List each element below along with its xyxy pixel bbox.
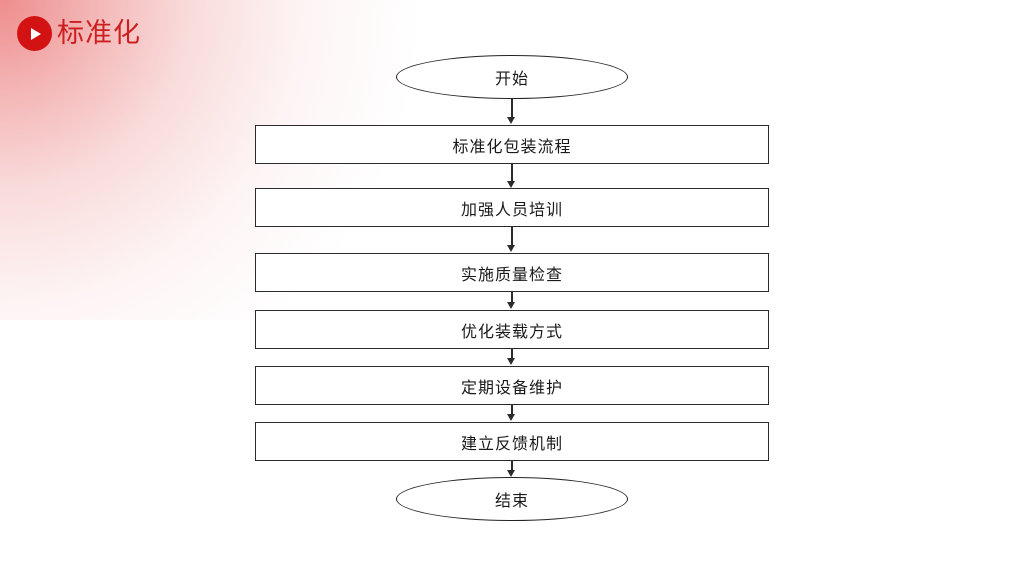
slide-header: 标准化 (17, 16, 141, 51)
flow-node-label: 结束 (494, 491, 529, 510)
flow-node-step-2[interactable]: 加强人员培训 (255, 188, 769, 227)
flow-arrowhead-step-4-to-step-5 (507, 358, 516, 365)
flow-edge-step-5-to-step-6 (511, 405, 513, 415)
flow-edge-step-4-to-step-5 (511, 349, 513, 360)
flow-edge-start-to-step-1 (511, 99, 513, 118)
flow-edge-step-1-to-step-2 (511, 164, 513, 182)
flow-node-label: 标准化包装流程 (452, 136, 572, 156)
flow-arrowhead-step-5-to-step-6 (507, 414, 516, 421)
flow-node-step-4[interactable]: 优化装载方式 (255, 310, 769, 349)
flow-edge-step-6-to-end (511, 461, 513, 472)
flow-node-step-3[interactable]: 实施质量检查 (255, 253, 769, 292)
flow-node-step-1[interactable]: 标准化包装流程 (255, 125, 769, 164)
flow-arrowhead-step-3-to-step-4 (507, 302, 516, 309)
page-title: 标准化 (57, 18, 141, 49)
flow-node-label: 加强人员培训 (460, 199, 563, 219)
flow-arrowhead-start-to-step-1 (507, 117, 516, 124)
flow-node-end[interactable]: 结束 (396, 477, 628, 521)
flow-edge-step-3-to-step-4 (511, 292, 513, 304)
flow-node-start[interactable]: 开始 (396, 55, 628, 99)
flow-node-label: 建立反馈机制 (460, 433, 563, 453)
play-triangle-icon (17, 16, 52, 51)
flow-arrowhead-step-6-to-end (507, 470, 516, 477)
flow-node-label: 开始 (494, 69, 529, 88)
flow-node-label: 优化装载方式 (460, 321, 563, 341)
flow-arrowhead-step-1-to-step-2 (507, 181, 516, 188)
flow-edge-step-2-to-step-3 (511, 227, 513, 246)
flow-node-label: 实施质量检查 (460, 264, 563, 284)
flow-node-step-6[interactable]: 建立反馈机制 (255, 422, 769, 461)
flow-arrowhead-step-2-to-step-3 (507, 245, 516, 252)
flow-node-step-5[interactable]: 定期设备维护 (255, 366, 769, 405)
flow-node-label: 定期设备维护 (460, 377, 563, 397)
